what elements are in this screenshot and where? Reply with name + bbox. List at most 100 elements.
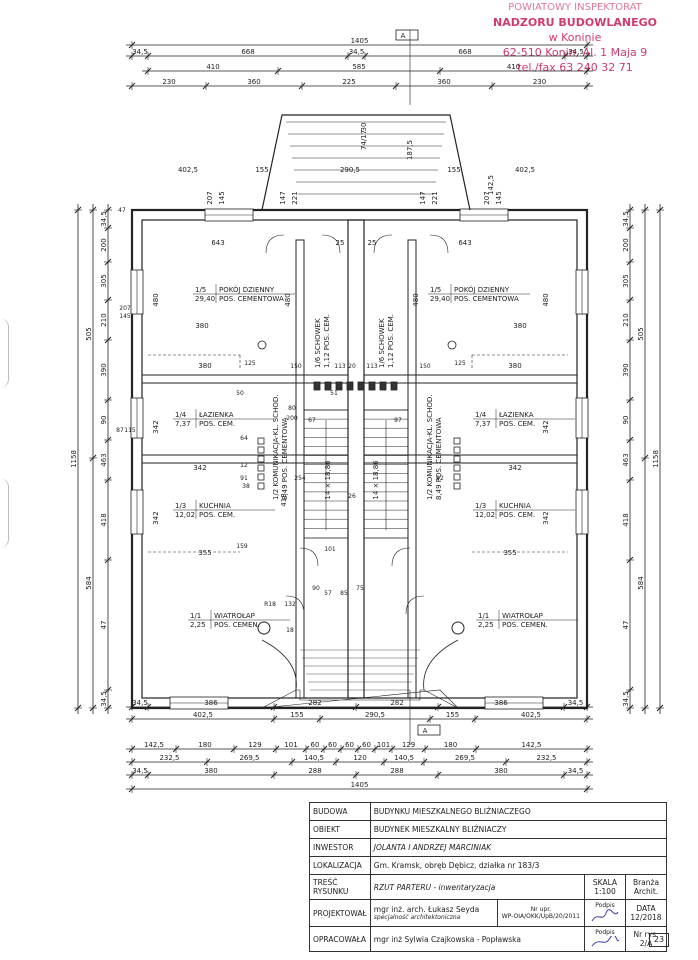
obiekt-value: BUDYNEK MIESZKALNY BLIŹNIACZY	[369, 820, 668, 839]
stamp-line-2: NADZORU BUDOWLANEGO	[493, 16, 657, 29]
lokalizacja-value: Gm. Kramsk, obręb Dębicz, działka nr 183…	[369, 856, 668, 875]
dimension-label: 57	[324, 590, 332, 597]
dimension-label: 480	[412, 293, 420, 306]
partition-wall	[363, 374, 578, 384]
dimension-label: 463	[622, 453, 630, 466]
room-bathroom-left-floor: POS. CEM.	[199, 420, 235, 428]
dimension-label: 140,5	[394, 754, 414, 762]
dimension-label: 290,5	[365, 711, 385, 719]
dimension-label: 150	[419, 363, 431, 370]
budowa-label: BUDOWA	[309, 802, 371, 821]
data-value: 12/2018	[630, 913, 662, 922]
dimension-label: 51	[330, 390, 338, 397]
porch-curve	[261, 639, 459, 691]
branza-label: Branża	[632, 878, 660, 887]
dimension-label: 74/17	[360, 130, 368, 150]
room-vestibule-right-name: WIATROŁAP	[502, 612, 543, 620]
room-living-left-name: POKÓJ DZIENNY	[219, 285, 275, 294]
room-kitchen-right-floor: POS. CEM.	[499, 511, 535, 519]
dimension-label: 92	[436, 475, 444, 482]
dimension-label: 584	[85, 576, 93, 590]
room-kitchen-right-number: 1/3	[475, 502, 486, 510]
tresc-label-line2: RYSUNKU	[313, 887, 349, 896]
signature-mark	[591, 908, 619, 921]
dimension-label: 480	[542, 293, 550, 306]
dimension-label: 115	[124, 427, 136, 434]
dimension-label: 380	[198, 362, 211, 370]
dimension-label: 342	[542, 511, 550, 524]
dimension-label: 90	[622, 416, 630, 425]
porch-outline	[261, 689, 459, 709]
nr-upr-value: WP-OIA/OKK/UpB/20/2011	[501, 913, 580, 920]
dimension-label: 34,5	[132, 48, 148, 56]
dimension-label: 463	[100, 453, 108, 466]
dimension-label: 360	[247, 78, 260, 86]
dimension-label: 505	[85, 327, 93, 340]
ventilation-duct	[453, 482, 461, 490]
dimension-label: 210	[622, 313, 630, 326]
tresc-label: TREŚĆ RYSUNKU	[309, 874, 371, 900]
section-mark-label: A	[423, 727, 428, 735]
dimension-label: 232,5	[536, 754, 556, 762]
inwestor-value: JOLANTA I ANDRZEJ MARCINIAK	[369, 838, 668, 857]
dimension-label: 34,5	[132, 699, 148, 707]
dimension-label: 355	[503, 549, 516, 557]
ventilation-duct	[379, 381, 387, 391]
dimension-label: 380	[494, 767, 507, 775]
dimension-label: 380	[195, 322, 208, 330]
dimension-label: 207	[483, 191, 491, 204]
skala-value: 1:100	[594, 887, 616, 896]
door-swing	[391, 547, 411, 567]
ventilation-duct	[453, 437, 461, 445]
dimension-label: 254	[294, 475, 306, 482]
ventilation-duct	[257, 482, 265, 490]
dimension-label: 210	[100, 313, 108, 326]
dimension-label: 145	[119, 313, 131, 320]
door-swing	[373, 234, 393, 254]
projektant-cell: mgr inż. arch. Łukasz Seyda specjalność …	[369, 899, 498, 927]
dimension-label: 75	[356, 585, 364, 592]
dimension-label: 187,5	[406, 140, 414, 160]
dimension-label: 155	[255, 166, 268, 174]
ventilation-duct	[257, 437, 265, 445]
room-kitchen-left-name: KUCHNIA	[199, 502, 231, 510]
room-kitchen-left-number: 1/3	[175, 502, 186, 510]
data-cell: DATA 12/2018	[625, 899, 667, 927]
column	[451, 621, 465, 635]
room-vestibule-right-floor: POS. CEMEN.	[502, 621, 548, 629]
projektant-name: mgr inż. arch. Łukasz Seyda	[373, 905, 480, 914]
dimension-label: 390	[100, 363, 108, 376]
dimension-label: 230	[162, 78, 175, 86]
column	[257, 621, 271, 635]
party-wall	[347, 219, 365, 699]
ventilation-duct	[257, 464, 265, 472]
dimension-label: 147	[419, 191, 427, 204]
dimension-label: 225	[342, 78, 355, 86]
dimension-label: 643	[211, 239, 224, 247]
dimension-label: 585	[352, 63, 365, 71]
dimension-label: 418	[622, 513, 630, 526]
budowa-value: BUDYNKU MIESZKALNEGO BLIŹNIACZEGO	[369, 802, 668, 821]
room-storage-right-area: 1,12 POS. CEM.	[387, 314, 395, 368]
dimension-label: 380	[508, 362, 521, 370]
column-small	[447, 340, 457, 350]
dimension-label: 342	[508, 464, 521, 472]
dimension-label: 390	[622, 363, 630, 376]
dimension-label: 101	[284, 741, 297, 749]
door-swing	[429, 234, 449, 254]
nr-rys-label: Nr rys.	[633, 930, 659, 939]
dimension-label: 147	[279, 191, 287, 204]
room-living-left-area: 29,40	[195, 295, 215, 303]
dimension-label: 64	[240, 435, 248, 442]
podpis-label: Podpis	[595, 901, 615, 909]
ventilation-duct	[453, 473, 461, 481]
dimension-label: 282	[308, 699, 321, 707]
dimension-label: 145	[218, 191, 226, 204]
dimension-label: 232,5	[159, 754, 179, 762]
dimension-label: 200	[286, 415, 298, 422]
dimension-label: 20	[348, 363, 356, 370]
room-living-right-area: 29,40	[430, 295, 450, 303]
dimension-label: 410	[206, 63, 219, 71]
room-kitchen-right-name: KUCHNIA	[499, 502, 531, 510]
door-swing	[285, 595, 305, 615]
